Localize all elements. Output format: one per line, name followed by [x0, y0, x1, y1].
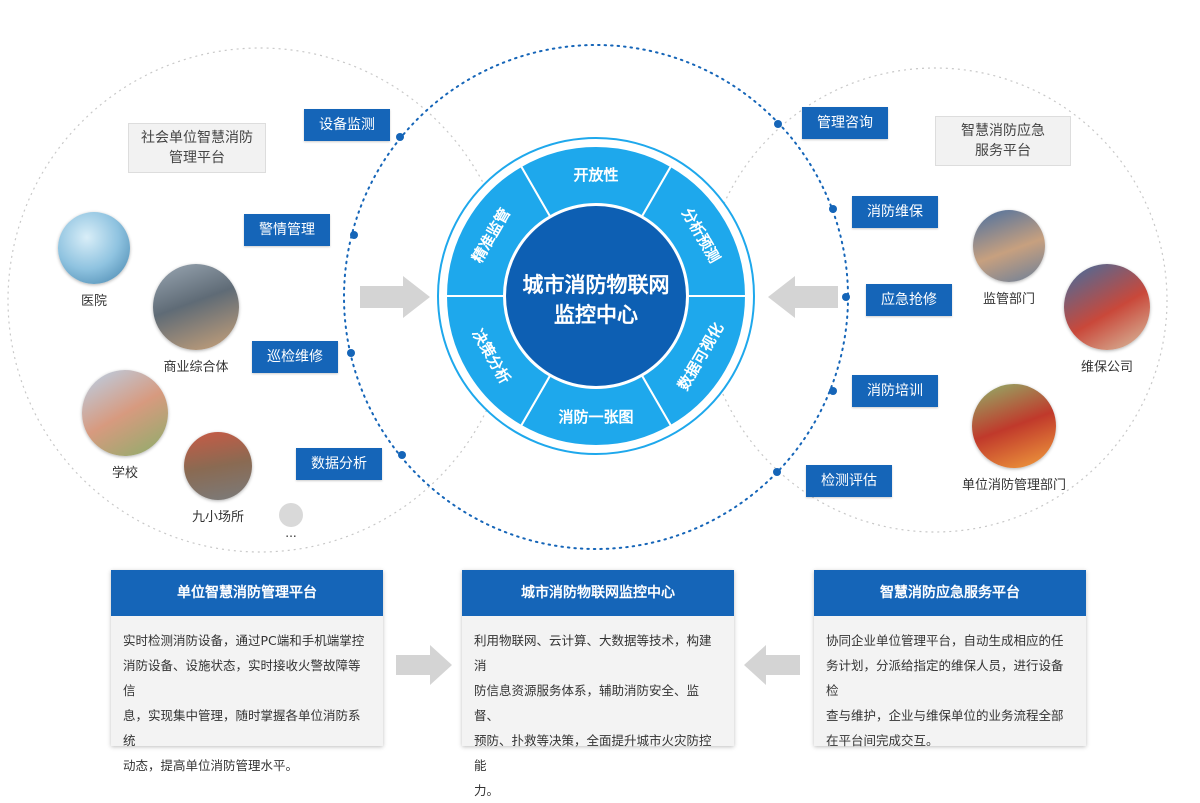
- card-monitoring-center-title: 城市消防物联网监控中心: [462, 570, 734, 616]
- card-line: 预防、扑救等决策，全面提升城市火灾防控能: [474, 733, 712, 773]
- node-hospital[interactable]: 医院: [52, 212, 136, 309]
- ring-segment: [444, 164, 552, 297]
- left-platform-label: 社会单位智慧消防 管理平台: [128, 123, 266, 173]
- card-monitoring-center-body: 利用物联网、云计算、大数据等技术，构建消 防信息资源服务体系，辅助消防安全、监督…: [462, 616, 734, 803]
- tag-patrol-repair[interactable]: 巡检维修: [252, 341, 338, 373]
- hospital-photo: [58, 212, 130, 284]
- card-line: 查与维护，企业与维保单位的业务流程全部: [826, 708, 1064, 723]
- left-platform-label-line2: 管理平台: [169, 150, 225, 166]
- right-platform-label-line1: 智慧消防应急: [961, 123, 1045, 139]
- right-arrow-to-center: [768, 276, 838, 318]
- tag-alarm-management[interactable]: 警情管理: [244, 214, 330, 246]
- node-unit-fire-dept[interactable]: 单位消防管理部门: [950, 384, 1078, 493]
- node-maintenance-company[interactable]: 维保公司: [1060, 264, 1154, 375]
- bottom-left-arrow: [396, 645, 452, 685]
- node-more-label: ...: [285, 526, 297, 540]
- card-unit-platform-title: 单位智慧消防管理平台: [111, 570, 383, 616]
- card-emergency-platform: 智慧消防应急服务平台 协同企业单位管理平台，自动生成相应的任 务计划，分派给指定…: [814, 570, 1086, 748]
- more-placeholder: [279, 503, 303, 527]
- node-more: ...: [270, 503, 312, 539]
- card-line: 在平台间完成交互。: [826, 733, 939, 748]
- left-arrow-to-center: [360, 276, 430, 318]
- card-line: 动态，提高单位消防管理水平。: [123, 758, 299, 773]
- node-commercial-complex-label: 商业综合体: [163, 360, 229, 375]
- card-emergency-platform-body: 协同企业单位管理平台，自动生成相应的任 务计划，分派给指定的维保人员，进行设备检…: [814, 616, 1086, 753]
- node-commercial-complex[interactable]: 商业综合体: [148, 264, 244, 375]
- right-platform-label-line2: 服务平台: [975, 143, 1031, 159]
- card-line: 务计划，分派给指定的维保人员，进行设备检: [826, 658, 1064, 698]
- tag-fire-training[interactable]: 消防培训: [852, 375, 938, 407]
- card-line: 利用物联网、云计算、大数据等技术，构建消: [474, 633, 712, 673]
- left-platform-label-line1: 社会单位智慧消防: [141, 130, 253, 146]
- node-school-label: 学校: [111, 466, 138, 481]
- card-line: 协同企业单位管理平台，自动生成相应的任: [826, 633, 1064, 648]
- tag-data-analysis[interactable]: 数据分析: [296, 448, 382, 480]
- card-unit-platform: 单位智慧消防管理平台 实时检测消防设备，通过PC端和手机端掌控 消防设备、设施状…: [111, 570, 383, 773]
- bottom-right-arrow: [744, 645, 800, 685]
- connector-dots: [347, 120, 850, 476]
- node-hospital-label: 医院: [80, 294, 107, 309]
- center-segment-ring: [444, 145, 748, 447]
- right-platform-label: 智慧消防应急 服务平台: [935, 116, 1071, 166]
- card-emergency-platform-title: 智慧消防应急服务平台: [814, 570, 1086, 616]
- maintenance-company-photo: [1064, 264, 1150, 350]
- node-regulatory-dept[interactable]: 监管部门: [966, 210, 1052, 307]
- node-maintenance-company-label: 维保公司: [1080, 360, 1133, 375]
- node-unit-fire-dept-label: 单位消防管理部门: [961, 478, 1066, 493]
- center-title-line1: 城市消防物联网: [523, 273, 670, 297]
- card-line: 防信息资源服务体系，辅助消防安全、监督、: [474, 683, 700, 723]
- card-line: 消防设备、设施状态，实时接收火警故障等信: [123, 658, 361, 698]
- regulatory-dept-photo: [973, 210, 1045, 282]
- card-line: 息，实现集中管理，随时掌握各单位消防系统: [123, 708, 361, 748]
- tag-management-consulting[interactable]: 管理咨询: [802, 107, 888, 139]
- card-monitoring-center: 城市消防物联网监控中心 利用物联网、云计算、大数据等技术，构建消 防信息资源服务…: [462, 570, 734, 798]
- card-unit-platform-body: 实时检测消防设备，通过PC端和手机端掌控 消防设备、设施状态，实时接收火警故障等…: [111, 616, 383, 778]
- node-regulatory-dept-label: 监管部门: [982, 292, 1035, 307]
- unit-fire-dept-photo: [972, 384, 1056, 468]
- ring-segment-label: 开放性: [573, 166, 618, 184]
- school-photo: [82, 370, 168, 456]
- ring-segment-label: 消防一张图: [558, 408, 633, 426]
- small-venues-photo: [184, 432, 252, 500]
- node-small-venues-label: 九小场所: [191, 510, 244, 525]
- tag-fire-maintenance[interactable]: 消防维保: [852, 196, 938, 228]
- tag-emergency-repair[interactable]: 应急抢修: [866, 284, 952, 316]
- center-title-line2: 监控中心: [554, 303, 638, 327]
- node-small-venues[interactable]: 九小场所: [176, 432, 260, 525]
- right-platform-circle: [702, 67, 1168, 533]
- tag-device-monitoring[interactable]: 设备监测: [304, 109, 390, 141]
- card-line: 力。: [474, 783, 500, 798]
- node-school[interactable]: 学校: [80, 370, 170, 481]
- card-line: 实时检测消防设备，通过PC端和手机端掌控: [123, 633, 365, 648]
- tag-testing-evaluation[interactable]: 检测评估: [806, 465, 892, 497]
- commercial-complex-photo: [153, 264, 239, 350]
- center-core: [506, 206, 686, 386]
